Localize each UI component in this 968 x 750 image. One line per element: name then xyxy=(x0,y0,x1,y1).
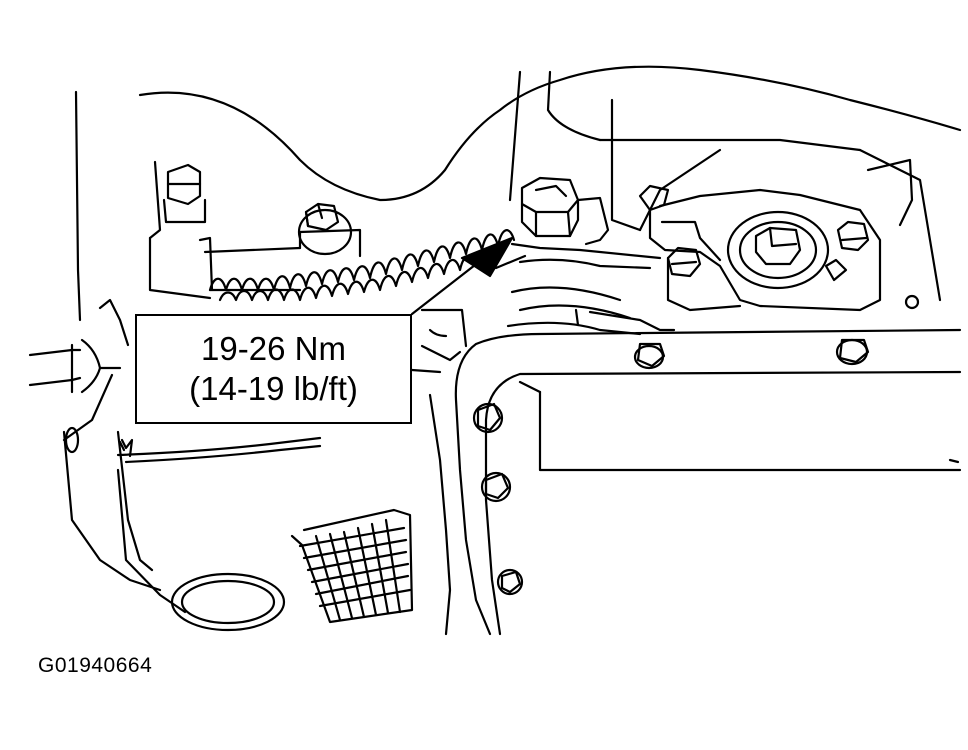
plate-bolt-left xyxy=(666,246,702,278)
filter-grid xyxy=(290,508,414,624)
pan-bolt-1 xyxy=(633,342,666,370)
torque-metric-label: 19-26 Nm xyxy=(201,330,346,367)
bracket-bolt xyxy=(297,202,353,256)
internal-curves xyxy=(410,286,676,374)
callout-arrow[interactable] xyxy=(410,236,514,316)
pan-bolt-3 xyxy=(472,402,504,434)
torque-spec-callout: 19-26 Nm (14-19 lb/ft) xyxy=(135,314,412,424)
figure-id-label: G01940664 xyxy=(38,654,153,677)
drain-plug xyxy=(170,572,286,632)
right-edge-marks xyxy=(904,294,960,464)
shaft-seal xyxy=(726,210,830,290)
upper-bolt xyxy=(162,163,207,224)
shift-lever-nut[interactable] xyxy=(494,176,662,270)
torque-imperial-label: (14-19 lb/ft) xyxy=(189,370,358,407)
transmission-case-upper xyxy=(138,65,962,302)
shift-cable-conduit xyxy=(198,228,516,302)
left-housing-outline xyxy=(28,90,187,614)
lower-case-outline xyxy=(116,393,452,636)
pan-bolt-5 xyxy=(496,568,524,596)
pan-bolt-4 xyxy=(480,471,512,503)
oil-pan xyxy=(454,328,962,636)
pan-bolt-2 xyxy=(835,338,870,366)
plate-bolt-right xyxy=(824,220,870,282)
